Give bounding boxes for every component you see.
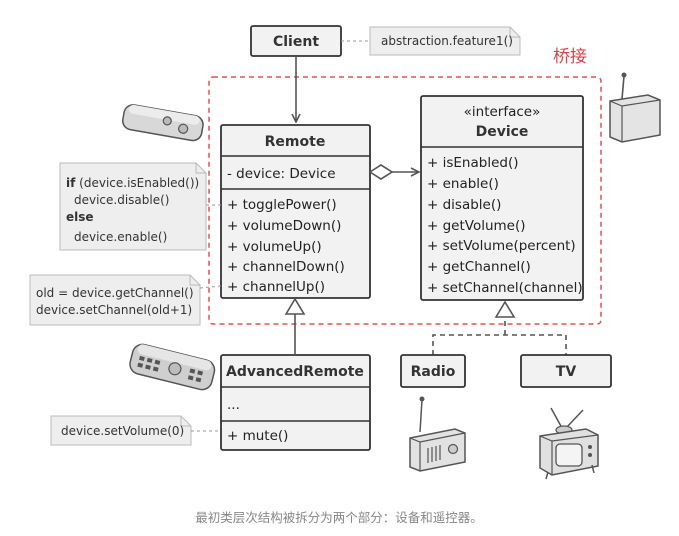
advanced-remote-icon [129, 343, 216, 391]
radio-title: Radio [411, 364, 456, 380]
tv-class[interactable]: TV [520, 354, 612, 388]
note-client-call-text: abstraction.feature1() [381, 34, 513, 48]
device-title: Device [476, 124, 529, 140]
note-mute-text: device.setVolume(0) [61, 424, 184, 438]
radio-class[interactable]: Radio [400, 354, 466, 388]
radio-icon [409, 396, 466, 472]
note-line-disable: device.disable() [74, 193, 169, 207]
remote-icon [122, 104, 204, 142]
note-toggle-power: if (device.isEnabled()) device.disable()… [59, 162, 207, 251]
advanced-remote-title: AdvancedRemote [226, 364, 364, 380]
remote-class[interactable]: Remote - device: Device + togglePower() … [220, 124, 371, 299]
device-method: + setChannel(channel) [427, 280, 583, 296]
remote-method: + volumeDown() [227, 218, 341, 234]
advanced-remote-class[interactable]: AdvancedRemote ... + mute() [220, 354, 371, 451]
bridge-label: 桥接 [553, 47, 587, 67]
device-method: + enable() [427, 176, 499, 192]
device-method: + isEnabled() [427, 155, 518, 171]
bridge-frame [208, 76, 602, 325]
remote-method: + volumeUp() [227, 239, 322, 255]
svg-text:if (device.isEnabled()): if (device.isEnabled()) [66, 176, 199, 190]
device-stereotype: «interface» [464, 104, 541, 120]
note-line-enable: device.enable() [74, 230, 167, 244]
note-channel-up: old = device.getChannel() device.setChan… [29, 274, 201, 326]
client-class[interactable]: Client [250, 25, 342, 57]
note-kw-else: else [66, 210, 94, 224]
device-interface[interactable]: «interface» Device + isEnabled() + enabl… [420, 95, 584, 301]
device-method: + getVolume() [427, 218, 526, 234]
note-mute: device.setVolume(0) [50, 415, 192, 446]
remote-method: + togglePower() [227, 197, 337, 213]
wall-device-icon [609, 72, 661, 143]
tv-icon [539, 407, 599, 480]
figure-caption: 最初类层次结构被拆分为两个部分：设备和遥控器。 [195, 510, 483, 525]
note-if-cond: (device.isEnabled()) [75, 176, 199, 190]
remote-title: Remote [265, 134, 326, 150]
note-channel-line: old = device.getChannel() [36, 286, 194, 300]
device-realization [432, 300, 567, 355]
remote-field: - device: Device [227, 166, 336, 182]
remote-device-aggregation [368, 164, 419, 180]
device-method: + getChannel() [427, 259, 531, 275]
device-method: + setVolume(percent) [427, 238, 576, 254]
note-channel-line: device.setChannel(old+1) [36, 303, 192, 317]
advanced-remote-field: ... [227, 397, 240, 413]
note-kw-if: if [66, 176, 76, 190]
remote-method: + channelDown() [227, 259, 345, 275]
remote-method: + channelUp() [227, 279, 325, 295]
client-title: Client [273, 34, 319, 50]
tv-title: TV [556, 364, 577, 380]
advanced-remote-method: + mute() [227, 428, 288, 444]
note-client-call: abstraction.feature1() [369, 26, 521, 56]
advanced-remote-inheritance [284, 297, 306, 354]
device-method: + disable() [427, 197, 501, 213]
